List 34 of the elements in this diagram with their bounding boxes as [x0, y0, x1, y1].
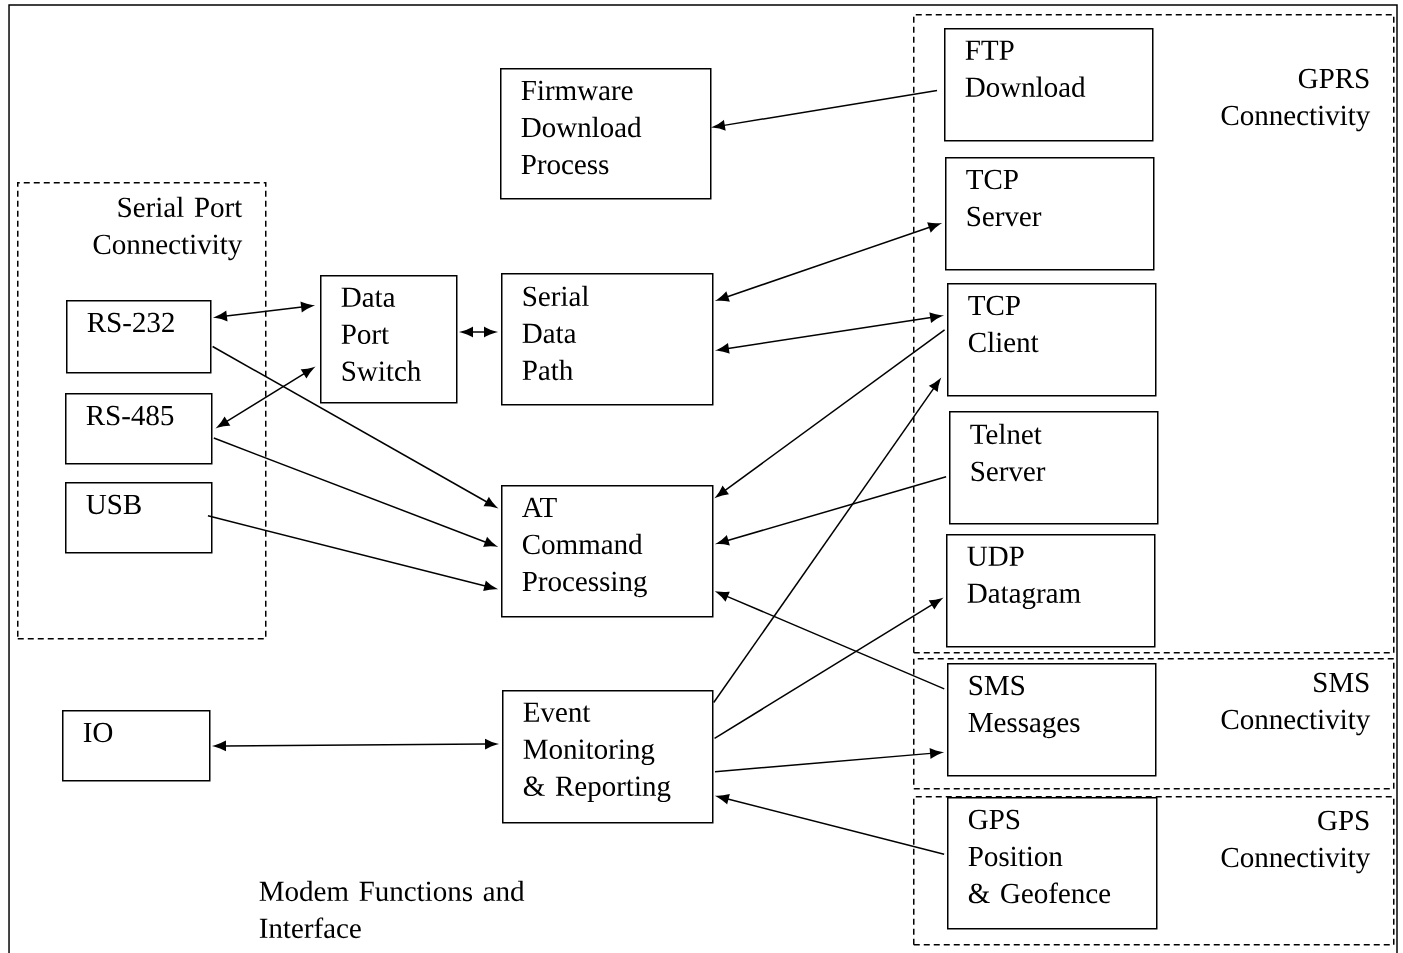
arrow	[714, 748, 942, 773]
arrow	[716, 329, 946, 498]
arrow	[717, 476, 947, 546]
process-box: IO	[62, 710, 211, 782]
process-box: TCP Server	[945, 157, 1155, 271]
process-box: Firmware Download Process	[500, 68, 712, 200]
caption: Modem Functions and Interface	[259, 880, 525, 939]
process-box: Telnet Server	[949, 411, 1159, 525]
arrow	[713, 598, 942, 740]
process-box: Serial Data Path	[501, 273, 714, 406]
arrow	[211, 345, 497, 508]
arrow	[217, 367, 314, 428]
process-box: AT Command Processing	[501, 485, 714, 618]
process-box: FTP Download	[944, 28, 1154, 142]
process-box: GPS Position & Geofence	[947, 797, 1158, 930]
arrow	[717, 794, 945, 855]
process-box: RS-485	[65, 393, 213, 465]
arrow	[213, 437, 497, 547]
arrow	[717, 312, 942, 354]
arrow	[713, 379, 941, 704]
process-box: USB	[65, 482, 213, 554]
process-box: Data Port Switch	[320, 275, 458, 404]
process-box: UDP Datagram	[946, 534, 1156, 648]
arrow	[207, 515, 496, 591]
arrow	[713, 89, 938, 131]
arrow	[716, 222, 941, 302]
process-box: SMS Messages	[947, 663, 1157, 777]
process-box: TCP Client	[947, 283, 1157, 397]
arrow	[215, 302, 313, 321]
arrow	[461, 327, 496, 337]
arrow	[214, 739, 497, 751]
arrow	[716, 591, 945, 690]
process-box: RS-232	[66, 300, 212, 374]
process-box: Event Monitoring & Reporting	[502, 690, 714, 824]
